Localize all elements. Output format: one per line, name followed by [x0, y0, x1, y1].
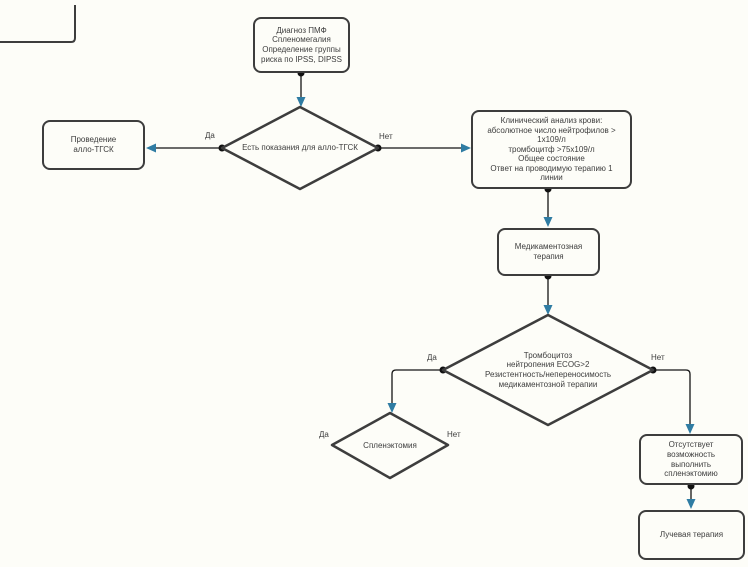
arrowhead-icon — [461, 143, 471, 153]
branch-label-resistance-no: Нет — [651, 353, 665, 362]
arrowhead-icon — [543, 305, 553, 315]
branch-label-allo-yes: Да — [205, 131, 215, 140]
branch-label-resistance-yes: Да — [427, 353, 437, 362]
node-drug-therapy: Медикаментозная терапия — [497, 228, 600, 276]
branch-label-splenectomy-yes: Да — [319, 430, 329, 439]
arrowhead-icon — [686, 499, 696, 509]
arrowhead-icon — [296, 97, 306, 107]
arrowhead-icon — [685, 424, 695, 434]
decision-resistance-shape — [441, 313, 655, 427]
arrowhead-icon — [543, 217, 553, 227]
corner-line — [0, 5, 76, 43]
connector-resistance-no — [653, 369, 691, 428]
node-allo-procedure: Проведение алло-ТГСК — [42, 120, 145, 170]
decision-allo-tgsk-shape — [220, 105, 380, 191]
node-no-splenectomy: Отсутствует возможность выполнить спленэ… — [639, 434, 743, 485]
branch-label-allo-no: Нет — [379, 132, 393, 141]
arrowhead-icon — [146, 143, 156, 153]
node-blood-test: Клинический анализ крови: абсолютное чис… — [471, 110, 632, 189]
node-radiation-therapy: Лучевая терапия — [638, 510, 745, 560]
node-diagnosis: Диагноз ПМФ Спленомегалия Определение гр… — [253, 17, 350, 73]
decision-splenectomy-shape — [330, 411, 450, 480]
arrowhead-icon — [387, 403, 397, 413]
branch-label-splenectomy-no: Нет — [447, 430, 461, 439]
connector-resistance-yes — [391, 369, 443, 407]
